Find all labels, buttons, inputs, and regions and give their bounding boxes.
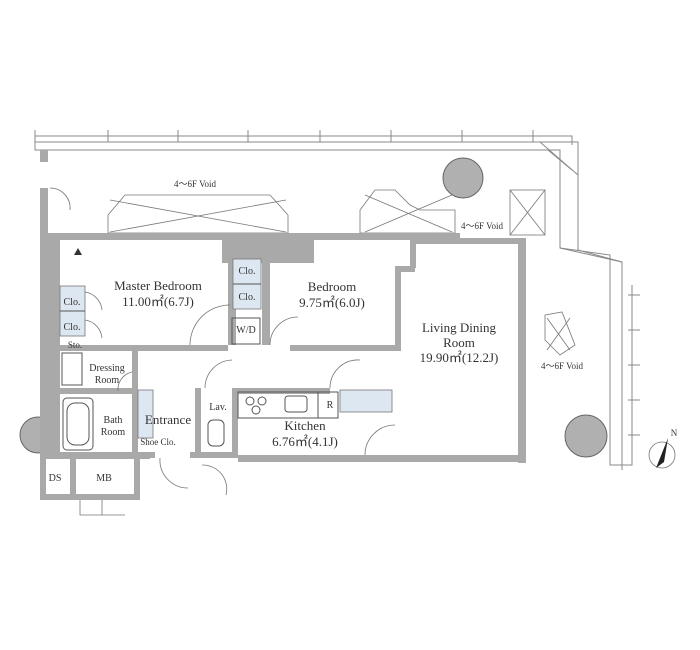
shoe-closet (137, 389, 154, 439)
wd-label: W/D (236, 325, 255, 336)
void-right (359, 189, 456, 234)
void-label-side: 4～6F Void (541, 361, 583, 371)
bedroom-name: Bedroom (308, 279, 356, 294)
entry-marker-icon (74, 248, 82, 255)
doors (49, 187, 396, 516)
ds-label: DS (49, 473, 62, 484)
north-arrow-icon: N (648, 428, 678, 469)
kitchen-storage (339, 389, 393, 413)
master-closet-label-1: Clo. (64, 297, 81, 308)
living-name-2: Room (443, 335, 475, 350)
kitchen-name: Kitchen (284, 418, 326, 433)
void-left (107, 194, 289, 234)
shoe-closet-label: Shoe Clo. (140, 437, 176, 447)
void-corner (509, 189, 546, 236)
washer-dryer (231, 317, 261, 345)
toilet (207, 419, 225, 447)
entrance-name: Entrance (145, 412, 191, 427)
master-bedroom-name: Master Bedroom (114, 278, 202, 293)
walls (40, 150, 526, 500)
void-side (544, 311, 576, 356)
bath-name-2: Room (101, 427, 126, 438)
void-label-left: 4～6F Void (174, 179, 216, 189)
living-name-1: Living Dining (422, 320, 497, 335)
balcony-outline (34, 130, 640, 470)
mb-label: MB (96, 473, 112, 484)
sto-label: Sto. (68, 340, 82, 350)
dressing-counter (61, 352, 83, 386)
void-label-right: 4～6F Void (461, 221, 503, 231)
kitchen-area: 6.76㎡(4.1J) (272, 434, 338, 449)
lav-label: Lav. (209, 402, 226, 413)
dressing-name-1: Dressing (89, 363, 125, 374)
column-right (564, 414, 608, 458)
column-top (442, 157, 484, 199)
north-label: N (671, 428, 678, 438)
bedroom-area: 9.75㎡(6.0J) (299, 295, 365, 310)
kitchen-counter (237, 391, 339, 419)
bath-name-1: Bath (104, 415, 123, 426)
master-bedroom-area: 11.00㎡(6.7J) (122, 294, 194, 309)
bedroom-closet-label-1: Clo. (239, 266, 256, 277)
living-area: 19.90㎡(12.2J) (420, 350, 499, 365)
refrigerator-label: R (327, 400, 334, 411)
master-closet-label-2: Clo. (64, 322, 81, 333)
bathtub (62, 397, 94, 451)
bedroom-closet-label-2: Clo. (239, 292, 256, 303)
dressing-name-2: Room (95, 375, 120, 386)
